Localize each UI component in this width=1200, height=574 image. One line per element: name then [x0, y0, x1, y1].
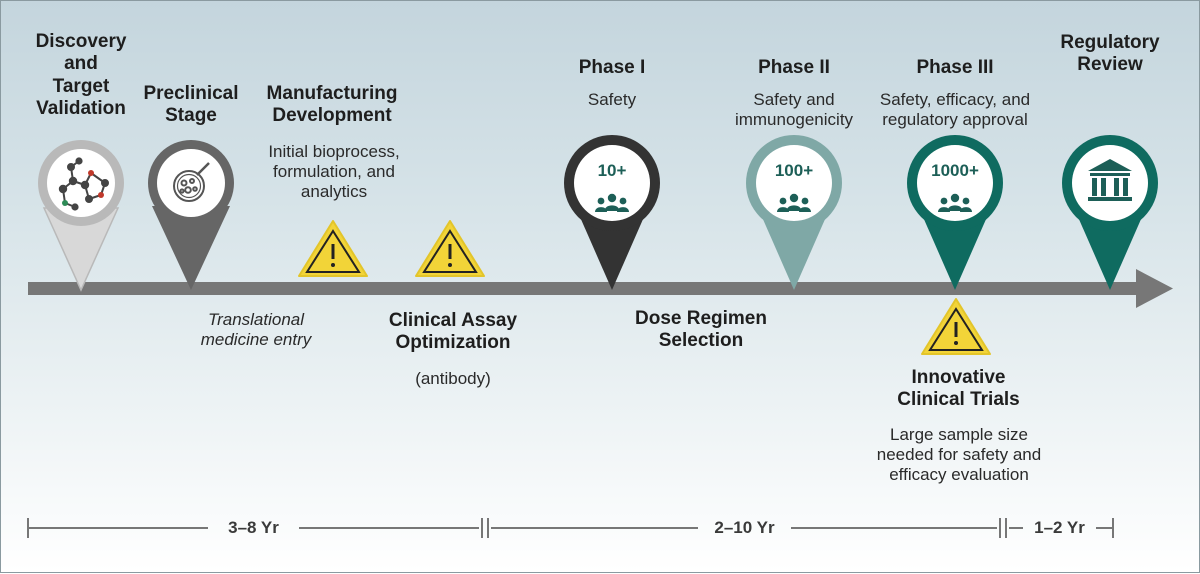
- discovery-pin: [38, 140, 124, 292]
- duration-label-2: 2–10 Yr: [714, 518, 775, 537]
- warning-icon: [415, 220, 485, 277]
- preclinical-title: Preclinical Stage: [143, 83, 239, 127]
- phase3-description: Safety, efficacy, and regulatory approva…: [879, 90, 1031, 130]
- phase1-participants: 10+: [597, 161, 627, 180]
- innovative-title: Innovative Clinical Trials: [897, 367, 1020, 411]
- phase2-title: Phase II: [758, 57, 830, 78]
- phase3-participants: 1000+: [931, 161, 979, 180]
- phase1-title: Phase I: [578, 57, 646, 78]
- duration-label-1: 3–8 Yr: [228, 518, 279, 537]
- innovative-description: Large sample size needed for safety and …: [876, 425, 1042, 485]
- manufacturing-description: Initial bioprocess, formulation, and ana…: [268, 142, 400, 202]
- molecule-icon: [58, 157, 109, 211]
- regulatory-pin: [1062, 135, 1158, 290]
- phase2-participants: 100+: [774, 161, 814, 180]
- phase3-title: Phase III: [916, 57, 994, 78]
- timeline-arrow: [28, 269, 1173, 308]
- assay-title: Clinical Assay Optimization: [388, 310, 518, 354]
- manufacturing-title: Manufacturing Development: [266, 83, 398, 127]
- translational-note: Translational medicine entry: [200, 310, 312, 350]
- warning-icon: [298, 220, 368, 277]
- duration-label-3: 1–2 Yr: [1034, 518, 1085, 537]
- duration-scale: [27, 518, 1114, 538]
- assay-note: (antibody): [415, 369, 491, 388]
- discovery-title: Discovery and Target Validation: [35, 31, 127, 120]
- phase2-description: Safety and immunogenicity: [734, 90, 854, 130]
- government-building-icon: [1088, 159, 1132, 201]
- preclinical-pin: [148, 140, 234, 290]
- regulatory-title: Regulatory Review: [1060, 32, 1160, 76]
- phase1-description: Safety: [587, 90, 637, 109]
- phase2-pin: [746, 135, 842, 290]
- dose-title: Dose Regimen Selection: [635, 308, 767, 352]
- phase1-pin: [564, 135, 660, 290]
- warning-icon: [921, 298, 991, 355]
- petri-dish-icon: [173, 162, 210, 202]
- phase3-pin: [907, 135, 1003, 290]
